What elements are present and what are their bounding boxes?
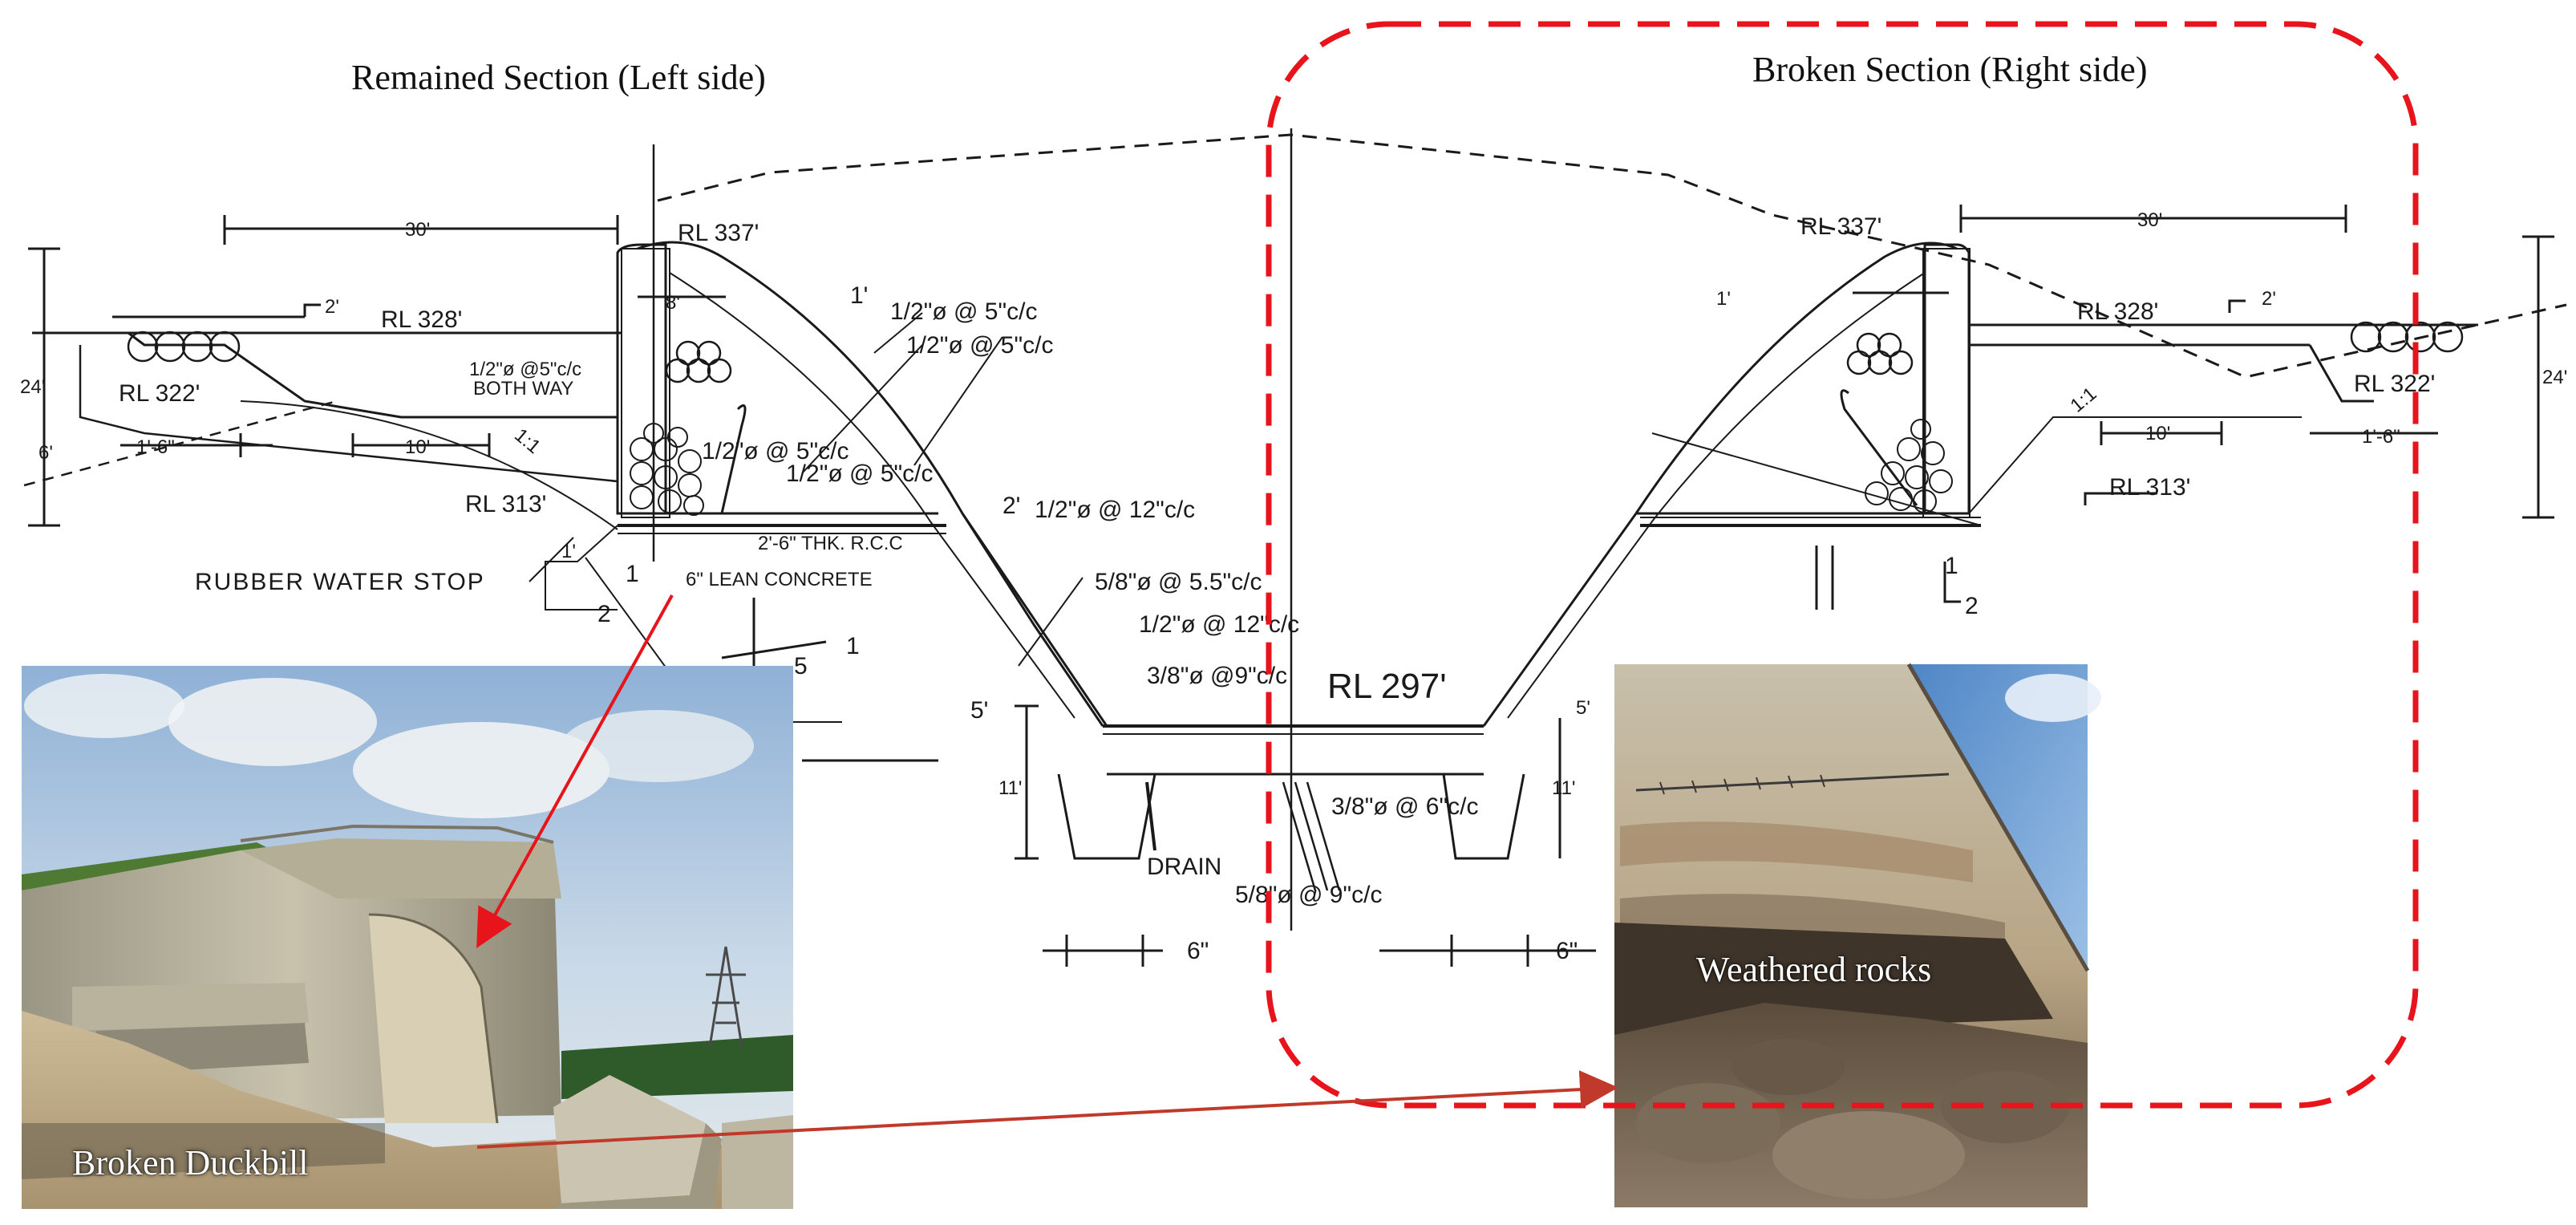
label-rebar-2: 1/2"ø @ 5"c/c	[906, 332, 1053, 359]
label-dim10-right: 10'	[2145, 423, 2170, 444]
label-dim2-right: 2'	[2262, 288, 2276, 310]
label-water-stop: RUBBER WATER STOP	[195, 569, 485, 595]
label-dim6b-left: 6"	[1187, 938, 1209, 964]
label-rebar-11: 5/8"ø @ 9"c/c	[1235, 882, 1382, 908]
label-rl328-left: RL 328'	[381, 306, 462, 333]
label-rebar-3b: BOTH WAY	[473, 378, 573, 400]
label-rcc: 2'-6" THK. R.C.C	[758, 533, 903, 554]
label-rebar-8: 1/2"ø @ 12"c/c	[1139, 611, 1299, 638]
drawing-linework	[23, 128, 2567, 967]
label-dim8: 8'	[666, 292, 680, 314]
label-slope1-left: 1	[626, 561, 639, 587]
label-rl297: RL 297'	[1327, 667, 1447, 706]
label-rebar-1: 1/2"ø @ 5"c/c	[890, 298, 1037, 325]
label-dim1-left: 1'	[561, 541, 576, 562]
label-rebar-3: 1/2"ø @5"c/c	[469, 359, 581, 380]
label-rl322-left: RL 322'	[119, 380, 200, 407]
label-dim30-left: 30'	[405, 219, 430, 241]
label-slope5: 5	[794, 653, 808, 679]
label-dim24-left: 24'	[20, 376, 45, 398]
label-dim5-right: 5'	[1576, 697, 1590, 719]
caption-broken-duckbill: Broken Duckbill	[72, 1143, 309, 1182]
label-rl337-right: RL 337'	[1800, 213, 1881, 240]
label-rebar-10: 3/8"ø @ 6"c/c	[1331, 793, 1478, 820]
label-dim2-mid: 2'	[1002, 493, 1020, 519]
label-dim6-left: 6'	[38, 442, 53, 464]
label-dim16-left: 1'-6"	[136, 436, 175, 458]
label-drain: DRAIN	[1147, 854, 1221, 880]
label-rl328-right: RL 328'	[2077, 298, 2158, 325]
label-dim1-right: 1'	[1716, 288, 1731, 310]
label-dim10-left: 10'	[405, 436, 430, 458]
label-rebar-6: 1/2"ø @ 12"c/c	[1035, 497, 1195, 523]
label-rebar-4: 1/2"ø @ 5"c/c	[702, 438, 849, 464]
label-rl337-left: RL 337'	[678, 220, 759, 246]
broken-section-highlight	[1266, 21, 2419, 1109]
caption-weathered-rocks: Weathered rocks	[1696, 950, 1932, 989]
title-left-section: Remained Section (Left side)	[351, 58, 766, 97]
photo-broken-duckbill	[22, 666, 793, 1209]
arrow-to-weathered-rocks	[476, 1070, 1618, 1149]
label-dim16-right: 1'-6"	[2362, 426, 2400, 448]
label-dim24-right: 24'	[2542, 367, 2567, 388]
label-rebar-9: 3/8"ø @9"c/c	[1147, 663, 1287, 689]
label-dim2-left: 2'	[325, 296, 339, 318]
label-slope2-right: 2	[1965, 593, 1979, 619]
drawing-annotations: RL 337' RL 337' RL 328' RL 328' RL 322' …	[20, 209, 2567, 964]
label-slope1-right: 1	[1945, 553, 1958, 579]
label-dim11-left: 11'	[998, 777, 1023, 799]
label-dim6b-right: 6"	[1556, 938, 1578, 964]
label-dim30-right: 30'	[2137, 209, 2162, 231]
label-lean-concrete: 6" LEAN CONCRETE	[686, 569, 873, 590]
label-slope11-right: 1:1	[2067, 383, 2101, 416]
arrow-to-duckbill	[476, 594, 674, 948]
label-slope1b: 1	[846, 633, 860, 659]
label-slope2-left: 2	[597, 601, 611, 627]
label-dim1-arch: 1'	[850, 282, 868, 309]
label-rebar-7: 5/8"ø @ 5.5"c/c	[1095, 569, 1262, 595]
label-dim11-right: 11'	[1552, 777, 1576, 799]
label-dim5: 5'	[970, 697, 988, 724]
title-right-section: Broken Section (Right side)	[1752, 50, 2148, 89]
label-rl322-right: RL 322'	[2354, 371, 2435, 397]
photo-weathered-rocks	[1614, 663, 2101, 1207]
label-rl313-left: RL 313'	[465, 491, 546, 517]
label-rl313-right: RL 313'	[2109, 474, 2190, 501]
label-rebar-5: 1/2"ø @ 5"c/c	[786, 460, 933, 487]
label-slope11-left: 1:1	[510, 424, 545, 458]
